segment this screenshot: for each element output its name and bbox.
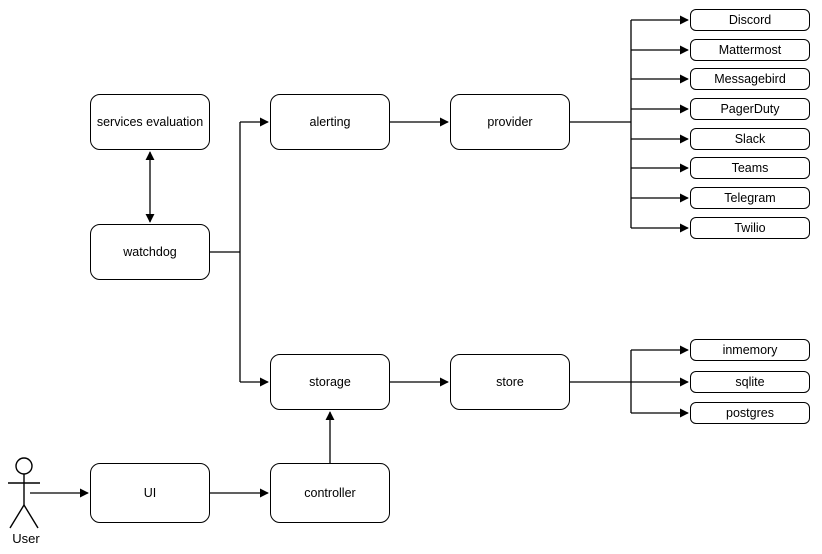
node-label: Discord (728, 12, 772, 27)
node-ui[interactable]: UI (90, 463, 210, 523)
node-watchdog[interactable]: watchdog (90, 224, 210, 280)
node-store-inmemory[interactable]: inmemory (690, 339, 810, 361)
node-store[interactable]: store (450, 354, 570, 410)
node-provider[interactable]: provider (450, 94, 570, 150)
node-label: alerting (309, 114, 351, 129)
node-provider-discord[interactable]: Discord (690, 9, 810, 31)
node-provider-slack[interactable]: Slack (690, 128, 810, 150)
node-label: sqlite (735, 374, 765, 389)
node-label: Teams (731, 160, 769, 175)
node-label: services evaluation (96, 114, 204, 129)
node-storage[interactable]: storage (270, 354, 390, 410)
user-actor-label: User (12, 531, 40, 546)
node-label: Slack (734, 131, 766, 146)
node-provider-mattermost[interactable]: Mattermost (690, 39, 810, 61)
node-label: Telegram (724, 190, 776, 205)
node-services-evaluation[interactable]: services evaluation (90, 94, 210, 150)
user-actor-icon (8, 457, 40, 529)
node-label: Twilio (734, 220, 766, 235)
node-label: storage (309, 374, 351, 389)
node-provider-messagebird[interactable]: Messagebird (690, 68, 810, 90)
node-label: inmemory (722, 342, 778, 357)
node-label: store (496, 374, 524, 389)
node-controller[interactable]: controller (270, 463, 390, 523)
node-store-sqlite[interactable]: sqlite (690, 371, 810, 393)
node-store-postgres[interactable]: postgres (690, 402, 810, 424)
node-label: PagerDuty (720, 101, 780, 116)
node-provider-teams[interactable]: Teams (690, 157, 810, 179)
actor-head-icon (15, 457, 33, 475)
node-label: postgres (726, 405, 774, 420)
node-label: Messagebird (714, 71, 786, 86)
actor-right-leg-line (23, 504, 39, 529)
node-label: Mattermost (718, 42, 782, 57)
node-provider-twilio[interactable]: Twilio (690, 217, 810, 239)
actor-left-leg-line (9, 504, 25, 529)
node-label: watchdog (123, 244, 177, 259)
node-label: UI (143, 485, 157, 500)
node-provider-telegram[interactable]: Telegram (690, 187, 810, 209)
node-alerting[interactable]: alerting (270, 94, 390, 150)
node-label: controller (304, 485, 356, 500)
node-provider-pagerduty[interactable]: PagerDuty (690, 98, 810, 120)
node-label: provider (487, 114, 533, 129)
